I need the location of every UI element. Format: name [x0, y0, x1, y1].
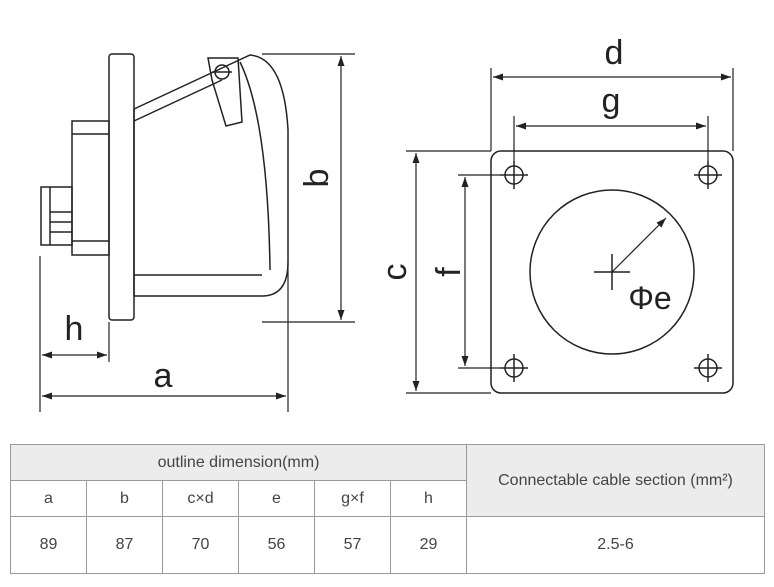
- label-a: a: [154, 357, 173, 395]
- rear-block: [71, 120, 110, 256]
- dim-line-e: [611, 217, 667, 273]
- column-header-b: b: [86, 480, 163, 517]
- value-a: 89: [10, 516, 87, 574]
- front-dimensions: [406, 68, 734, 394]
- front-plate: [490, 150, 734, 394]
- mounting-hole-bl: [500, 354, 528, 382]
- front-view: [490, 150, 734, 394]
- dimension-table: outline dimension(mm) Connectable cable …: [10, 444, 765, 574]
- label-c: c: [376, 264, 414, 281]
- value-cxd: 70: [162, 516, 239, 574]
- dimension-drawing: b h a d g c f Φe: [39, 34, 734, 412]
- label-d: d: [605, 34, 624, 72]
- label-g: g: [602, 82, 621, 120]
- outline-dimension-header: outline dimension(mm): [10, 444, 467, 481]
- column-header-a: a: [10, 480, 87, 517]
- label-f: f: [430, 267, 468, 277]
- column-header-e: e: [238, 480, 315, 517]
- mounting-hole-tl: [500, 161, 528, 189]
- mounting-hole-br: [694, 354, 722, 382]
- column-header-gxf: g×f: [314, 480, 391, 517]
- socket-circle: [529, 189, 695, 355]
- label-phi-e: Φe: [628, 280, 671, 316]
- value-gxf: 57: [314, 516, 391, 574]
- value-h: 29: [390, 516, 467, 574]
- column-header-h: h: [390, 480, 467, 517]
- rear-terminal: [40, 186, 73, 246]
- value-e: 56: [238, 516, 315, 574]
- cable-section-value: 2.5-6: [466, 516, 765, 574]
- cable-section-header: Connectable cable section (mm²): [466, 444, 765, 517]
- column-header-cxd: c×d: [162, 480, 239, 517]
- socket-body: [133, 54, 289, 297]
- flange-plate: [108, 53, 135, 321]
- mounting-hole-tr: [694, 161, 722, 189]
- label-h: h: [65, 310, 84, 348]
- value-b: 87: [86, 516, 163, 574]
- side-dimensions: [39, 53, 355, 412]
- side-view: [40, 53, 289, 321]
- lid-hinge: [207, 57, 243, 127]
- label-b: b: [298, 169, 336, 188]
